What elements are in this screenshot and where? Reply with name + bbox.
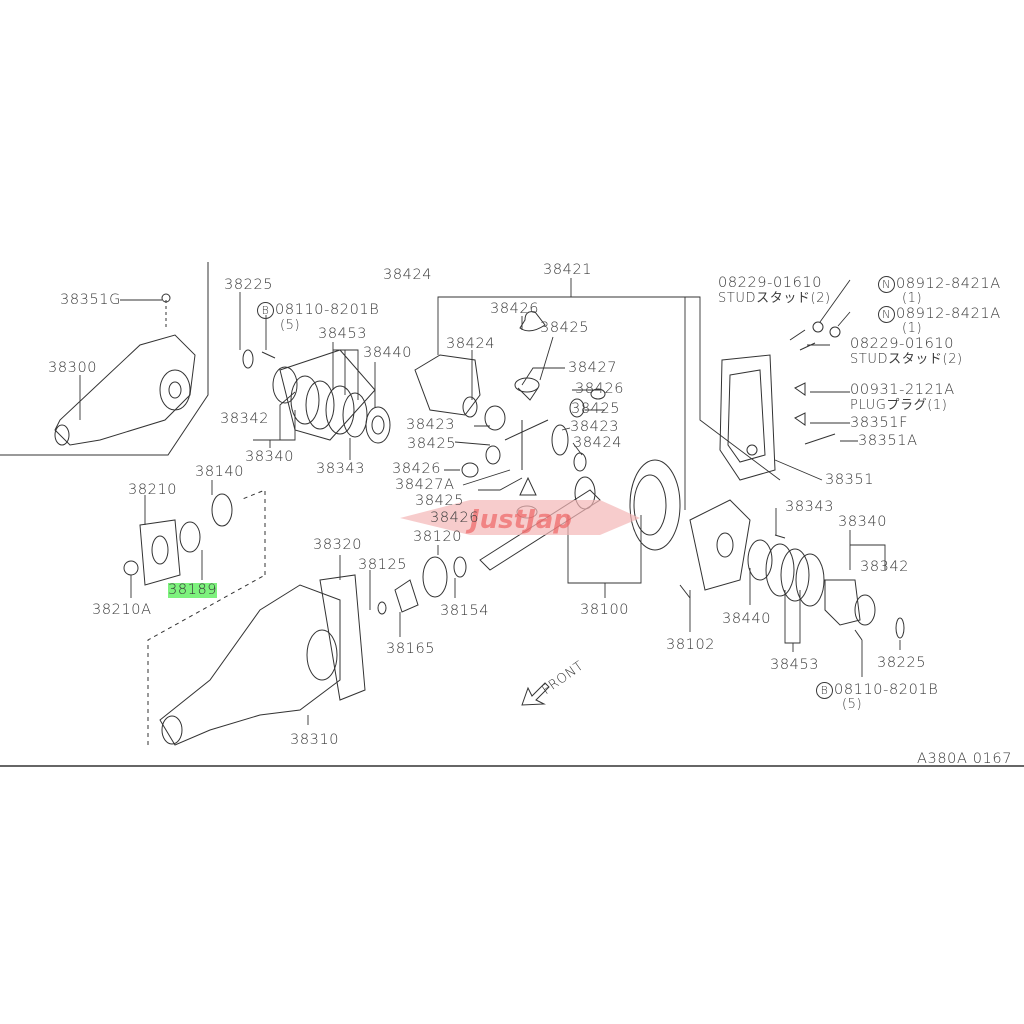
part-label[interactable]: 38340: [838, 514, 888, 530]
carrier-housing-drawing: [147, 489, 366, 746]
leader-lines: [79, 278, 901, 725]
part-label[interactable]: 38225: [877, 655, 927, 671]
part-label[interactable]: 38424: [383, 267, 433, 283]
part-name: STUDスタッド(2): [850, 352, 963, 367]
part-code: 08110-8201B: [834, 682, 939, 698]
part-name: PLUGプラグ(1): [850, 398, 948, 413]
part-label[interactable]: 38421: [543, 262, 593, 278]
inset-frame: [0, 262, 209, 456]
part-label[interactable]: 38351G: [60, 292, 121, 308]
part-label[interactable]: 38426: [575, 381, 625, 397]
part-name: STUDスタッド(2): [718, 291, 831, 306]
part-label[interactable]: 38426: [490, 301, 540, 317]
n-mark-icon: N: [878, 306, 895, 323]
part-label[interactable]: 38125: [358, 557, 408, 573]
part-label[interactable]: 38140: [195, 464, 245, 480]
part-label[interactable]: 38424: [573, 435, 623, 451]
part-label[interactable]: 38343: [785, 499, 835, 515]
left-side-flange-drawing: [242, 349, 391, 444]
part-label[interactable]: 38351A: [858, 433, 918, 449]
part-label[interactable]: 38300: [48, 360, 98, 376]
part-label[interactable]: 38424: [446, 336, 496, 352]
part-label[interactable]: 38426: [392, 461, 442, 477]
part-label[interactable]: 38342: [220, 411, 270, 427]
part-label[interactable]: 38426: [430, 510, 480, 526]
part-label[interactable]: 38351F: [850, 415, 909, 431]
part-label[interactable]: 38425: [407, 436, 457, 452]
part-label[interactable]: 38154: [440, 603, 490, 619]
quantity: (5): [842, 697, 863, 712]
highlighted-part-label[interactable]: 38189: [168, 582, 218, 598]
part-label[interactable]: 38342: [860, 559, 910, 575]
n-mark-icon: N: [878, 276, 895, 293]
part-code: 08912-8421A: [896, 276, 1001, 292]
part-label[interactable]: 38340: [245, 449, 295, 465]
part-label[interactable]: 38225: [224, 277, 274, 293]
part-label[interactable]: 38343: [316, 461, 366, 477]
part-label[interactable]: 38120: [413, 529, 463, 545]
part-label[interactable]: 38165: [386, 641, 436, 657]
part-label[interactable]: 38310: [290, 732, 340, 748]
part-label[interactable]: 38425: [540, 320, 590, 336]
part-label[interactable]: 08229-01610: [850, 336, 955, 352]
watermark-logo: JustJap: [400, 500, 640, 535]
right-side-flange-drawing: [679, 499, 905, 641]
part-label[interactable]: 38423: [406, 417, 456, 433]
part-code: 08912-8421A: [896, 306, 1001, 322]
part-label[interactable]: 38320: [313, 537, 363, 553]
part-label[interactable]: 00931-2121A: [850, 382, 955, 398]
part-label[interactable]: 38100: [580, 602, 630, 618]
part-label[interactable]: 38210A: [92, 602, 152, 618]
quantity: (1): [902, 291, 923, 306]
part-label[interactable]: 38425: [571, 401, 621, 417]
part-label[interactable]: 38102: [666, 637, 716, 653]
b-mark-icon: B: [257, 302, 274, 319]
part-label[interactable]: 38427: [568, 360, 618, 376]
pinion-parts-drawing: [123, 493, 467, 615]
b-mark-icon: B: [816, 682, 833, 699]
diff-case-drawing: [414, 311, 606, 519]
front-arrow-icon: [521, 682, 550, 706]
svg-text:JustJap: JustJap: [465, 505, 572, 535]
part-label[interactable]: 38210: [128, 482, 178, 498]
part-label[interactable]: 38453: [318, 326, 368, 342]
part-code: 08110-8201B: [275, 302, 380, 318]
part-label[interactable]: 38423: [570, 419, 620, 435]
part-label[interactable]: 38351: [825, 472, 875, 488]
part-label[interactable]: 38427A: [395, 477, 455, 493]
quantity: (5): [280, 318, 301, 333]
part-label[interactable]: 38440: [722, 611, 772, 627]
part-label[interactable]: 38440: [363, 345, 413, 361]
rear-cover-drawing: [719, 321, 841, 481]
diff-assembly-drawing: [54, 293, 196, 446]
part-label[interactable]: 38425: [415, 493, 465, 509]
figure-code: A380A 0167: [917, 751, 1013, 767]
quantity: (1): [902, 321, 923, 336]
part-label[interactable]: 08229-01610: [718, 275, 823, 291]
part-label[interactable]: 38453: [770, 657, 820, 673]
